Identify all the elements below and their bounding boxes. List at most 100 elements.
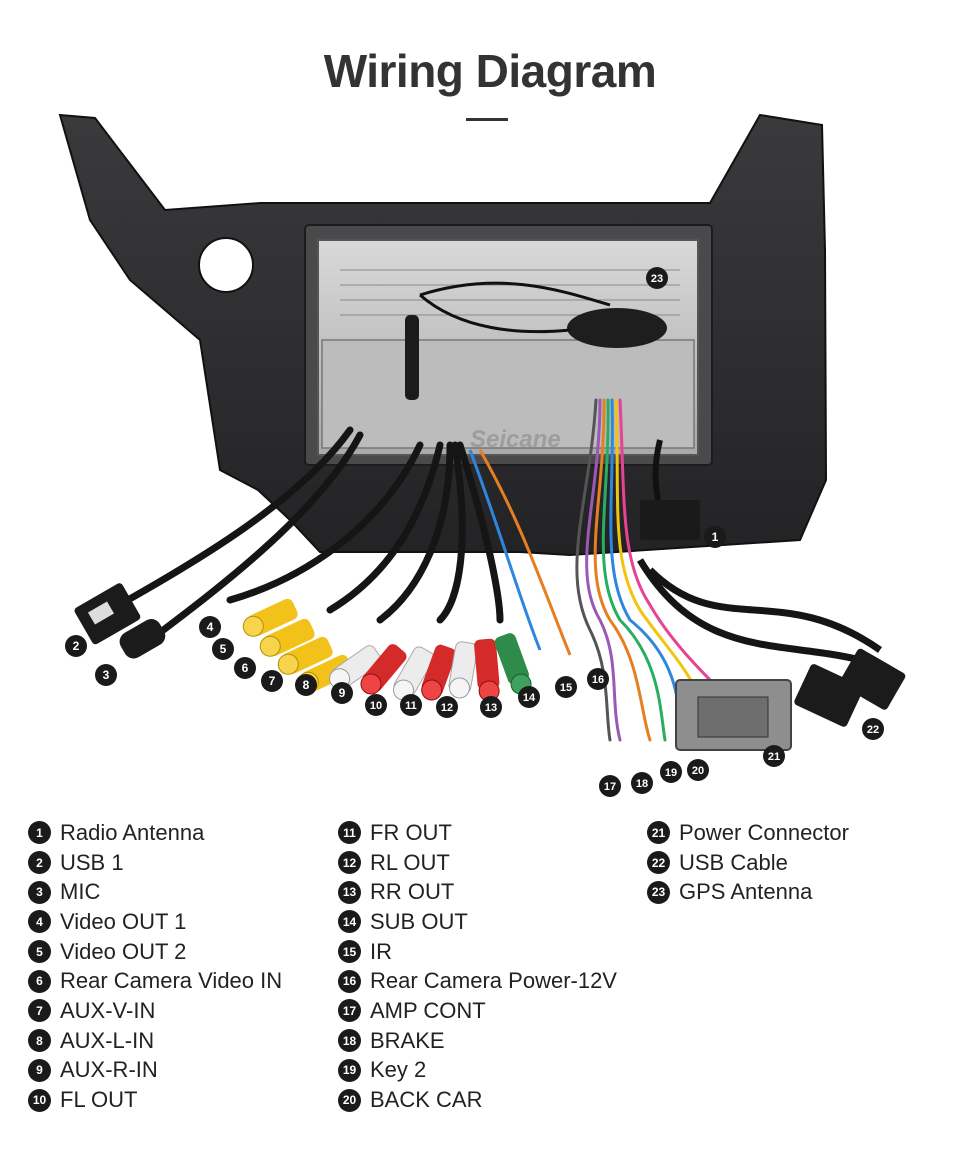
legend-number: 6 xyxy=(28,969,51,993)
callout-13: 13 xyxy=(480,696,502,718)
mic-plug xyxy=(119,619,166,659)
callout-1: 1 xyxy=(704,526,726,548)
legend-label: SUB OUT xyxy=(370,908,468,934)
legend-item: 2 USB 1 xyxy=(28,848,282,878)
antenna-rod xyxy=(405,315,419,400)
svg-text:8: 8 xyxy=(303,678,310,692)
legend-label: AMP CONT xyxy=(370,997,486,1023)
svg-text:18: 18 xyxy=(636,778,648,790)
svg-text:23: 23 xyxy=(651,273,663,285)
svg-text:7: 7 xyxy=(269,674,276,688)
gps-antenna-puck xyxy=(567,308,667,348)
legend-label: AUX-R-IN xyxy=(60,1057,158,1083)
callout-11: 11 xyxy=(400,694,422,716)
legend-item: 22 USB Cable xyxy=(647,848,849,878)
callout-20: 20 xyxy=(687,759,709,781)
legend-number: 3 xyxy=(28,880,51,904)
callout-8: 8 xyxy=(295,674,317,696)
legend-label: Rear Camera Video IN xyxy=(60,968,283,994)
svg-text:12: 12 xyxy=(441,702,453,714)
callout-6: 6 xyxy=(234,657,256,679)
legend-number: 11 xyxy=(338,821,361,845)
callout-3: 3 xyxy=(95,664,117,686)
legend-number: 15 xyxy=(338,940,361,964)
legend-label: FL OUT xyxy=(60,1087,138,1113)
legend-label: Video OUT 1 xyxy=(60,908,187,934)
callout-5: 5 xyxy=(212,638,234,660)
legend-label: IR xyxy=(370,938,392,964)
legend-number: 1 xyxy=(28,821,51,845)
legend-label: RR OUT xyxy=(370,879,455,905)
legend-number: 23 xyxy=(647,880,670,904)
svg-text:6: 6 xyxy=(242,661,249,675)
legend-label: AUX-L-IN xyxy=(60,1027,155,1053)
legend-number: 2 xyxy=(28,851,51,875)
legend-label: GPS Antenna xyxy=(679,879,813,905)
callout-7: 7 xyxy=(261,670,283,692)
svg-text:10: 10 xyxy=(370,700,382,712)
svg-text:17: 17 xyxy=(604,781,616,793)
legend-label: BACK CAR xyxy=(370,1087,483,1113)
cable-bundle-left xyxy=(106,426,504,644)
svg-text:14: 14 xyxy=(523,692,536,704)
legend-label: Rear Camera Power-12V xyxy=(370,968,617,994)
svg-text:2: 2 xyxy=(73,639,80,653)
legend-label: USB Cable xyxy=(679,849,788,875)
legend-number: 16 xyxy=(338,969,361,993)
svg-text:21: 21 xyxy=(768,751,780,763)
legend-label: USB 1 xyxy=(60,849,124,875)
legend-number: 19 xyxy=(338,1058,361,1082)
legend-label: Power Connector xyxy=(679,819,849,845)
svg-text:4: 4 xyxy=(207,620,214,634)
callout-18: 18 xyxy=(631,772,653,794)
legend-number: 18 xyxy=(338,1029,361,1053)
title-underline xyxy=(466,118,508,121)
legend-item: 16 Rear Camera Power-12V xyxy=(338,966,617,996)
gps-cable xyxy=(419,281,611,334)
rca-plugs xyxy=(242,598,532,702)
svg-text:1: 1 xyxy=(712,530,719,544)
cam-power-wire xyxy=(478,449,572,656)
svg-text:9: 9 xyxy=(339,686,346,700)
power-wire-loom xyxy=(575,398,722,742)
callout-15: 15 xyxy=(555,676,577,698)
callout-12: 12 xyxy=(436,696,458,718)
svg-text:11: 11 xyxy=(405,700,417,712)
legend-item: 6 Rear Camera Video IN xyxy=(28,966,282,996)
legend-label: FR OUT xyxy=(370,819,452,845)
usb-cable-right xyxy=(636,558,883,664)
frame-hole xyxy=(198,237,254,293)
head-unit-rear-panel xyxy=(321,339,695,449)
ir-wire xyxy=(468,449,542,651)
legend-item: 11 FR OUT xyxy=(338,818,617,848)
callouts: 1 2 3 4 5 6 7 8 9 10 11 12 13 14 15 16 1… xyxy=(65,267,884,797)
page-title: Wiring Diagram xyxy=(323,45,657,97)
callout-4: 4 xyxy=(199,616,221,638)
legend-item: 15 IR xyxy=(338,937,617,967)
legend-number: 5 xyxy=(28,940,51,964)
callout-19: 19 xyxy=(660,761,682,783)
callout-10: 10 xyxy=(365,694,387,716)
legend-number: 4 xyxy=(28,910,51,934)
legend-label: Radio Antenna xyxy=(60,819,205,845)
callout-17: 17 xyxy=(599,775,621,797)
legend-item: 1 Radio Antenna xyxy=(28,818,282,848)
legend-number: 22 xyxy=(647,851,670,875)
svg-text:5: 5 xyxy=(220,642,227,656)
callout-14: 14 xyxy=(518,686,540,708)
